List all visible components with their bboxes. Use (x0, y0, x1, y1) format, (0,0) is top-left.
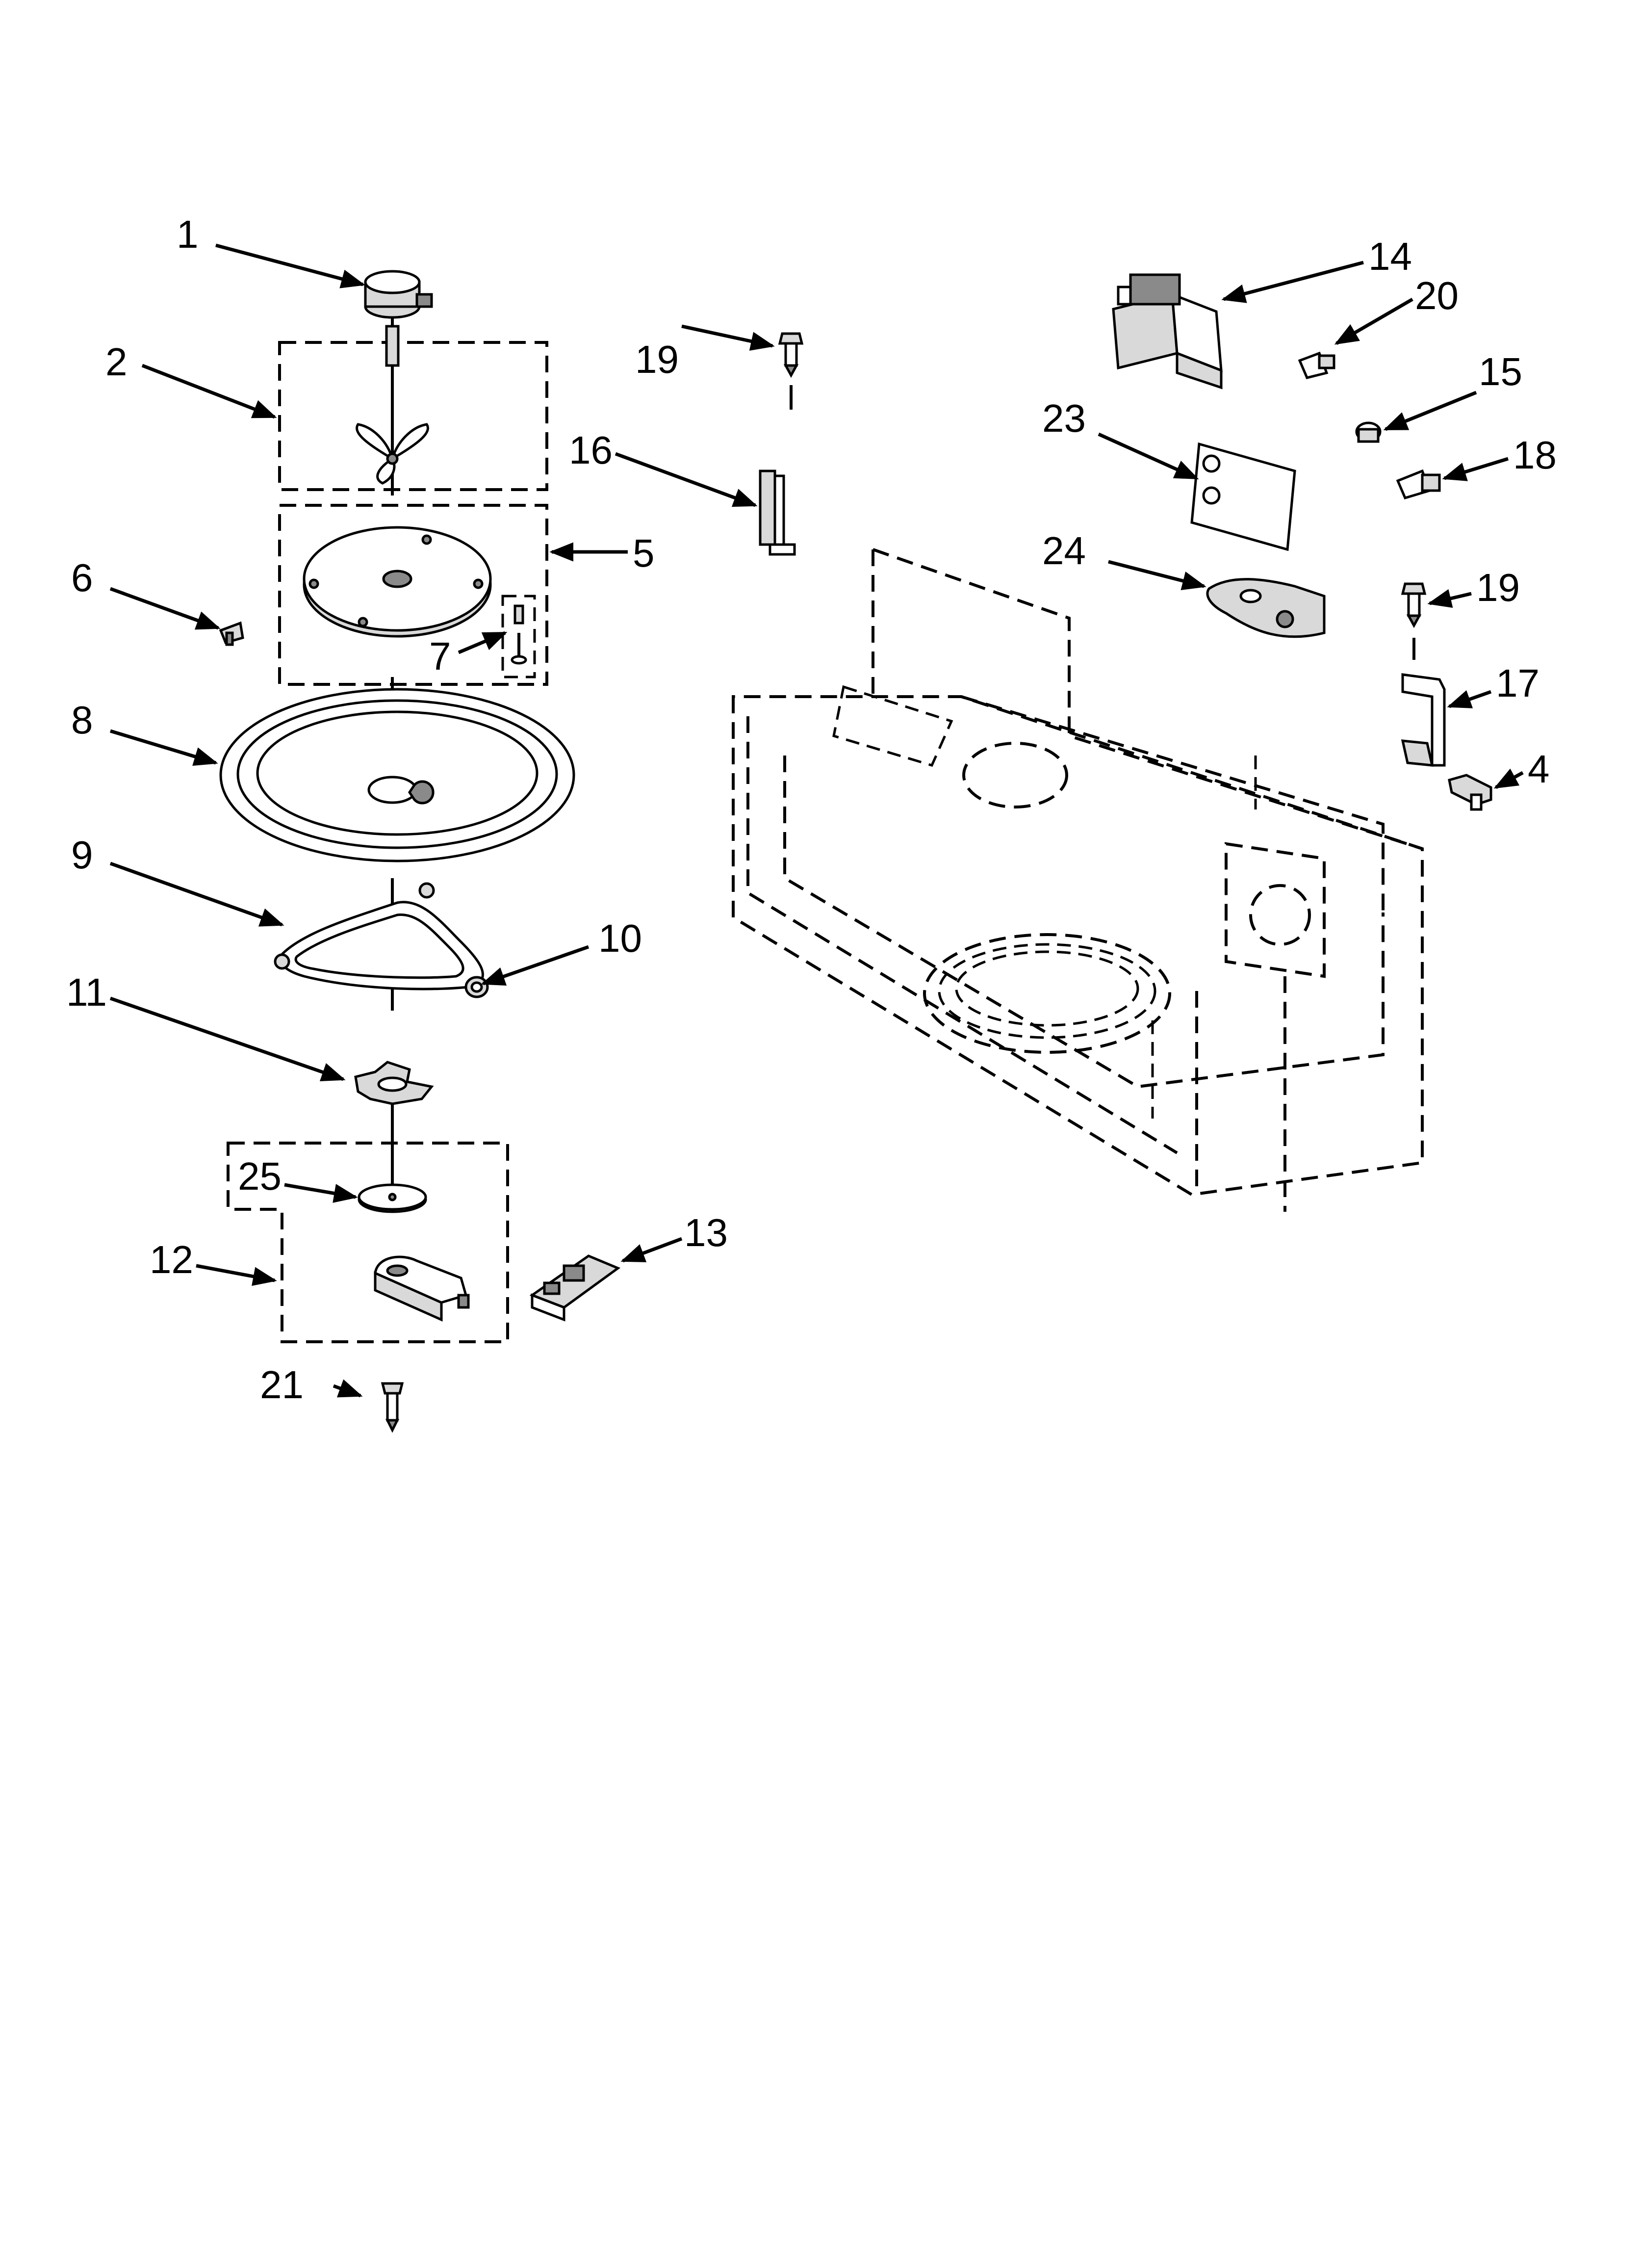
callout-10: 10 (598, 916, 642, 960)
transformer-icon (1112, 273, 1223, 390)
coupler-icon (354, 1061, 434, 1105)
callout-6: 6 (71, 556, 93, 600)
screw-set-icon (511, 604, 527, 665)
screw-icon (1401, 582, 1427, 628)
cover-plate-icon (303, 526, 492, 638)
screw-icon (1298, 351, 1335, 379)
callout-labels: 1 2 5 6 7 8 9 10 11 25 12 13 21 19 16 14… (66, 212, 1557, 1407)
callout-2: 2 (105, 340, 128, 384)
mount-plate-icon (1206, 578, 1326, 638)
callout-21: 21 (260, 1363, 304, 1407)
roller-ring-icon (274, 882, 484, 991)
callout-19-left: 19 (635, 338, 679, 381)
callout-11: 11 (66, 970, 107, 1014)
callout-12: 12 (150, 1238, 193, 1281)
turntable-motor-icon (374, 1255, 470, 1322)
turntable-tray-icon (219, 688, 575, 862)
insulator-icon (1190, 442, 1296, 551)
bracket-icon (1448, 774, 1492, 811)
cabinet-outline (732, 548, 1424, 1212)
roller-icon (464, 976, 489, 998)
callout-15: 15 (1479, 350, 1522, 393)
callout-18: 18 (1513, 433, 1557, 477)
bracket-icon (759, 469, 796, 556)
fan-blade-icon (356, 325, 429, 485)
callout-9: 9 (71, 833, 93, 877)
bracket-icon (1401, 673, 1446, 767)
switch-icon (529, 1254, 621, 1322)
callout-1: 1 (177, 212, 199, 256)
thermostat-icon (1355, 421, 1382, 443)
callout-13: 13 (684, 1211, 728, 1254)
callout-14: 14 (1368, 235, 1412, 278)
callout-20: 20 (1415, 274, 1459, 317)
callout-4: 4 (1528, 747, 1550, 791)
callout-24: 24 (1042, 529, 1086, 573)
callout-17: 17 (1496, 661, 1539, 705)
callout-7: 7 (429, 634, 451, 678)
fan-assembly-box (278, 341, 548, 491)
callout-5: 5 (633, 531, 655, 575)
washer-icon (358, 1183, 427, 1213)
screw-icon (1396, 469, 1441, 500)
callout-23: 23 (1042, 396, 1086, 440)
callout-19-right: 19 (1476, 566, 1520, 609)
callout-8: 8 (71, 698, 93, 742)
turntable-motor-box (227, 1142, 509, 1343)
clip-icon (219, 621, 244, 646)
screw-icon (778, 332, 804, 378)
screw-icon (381, 1382, 404, 1433)
cover-assembly-box (278, 504, 548, 686)
motor-icon (364, 270, 433, 319)
callout-16: 16 (569, 428, 613, 472)
callout-25: 25 (238, 1154, 282, 1198)
leader-lines (109, 243, 1524, 1398)
